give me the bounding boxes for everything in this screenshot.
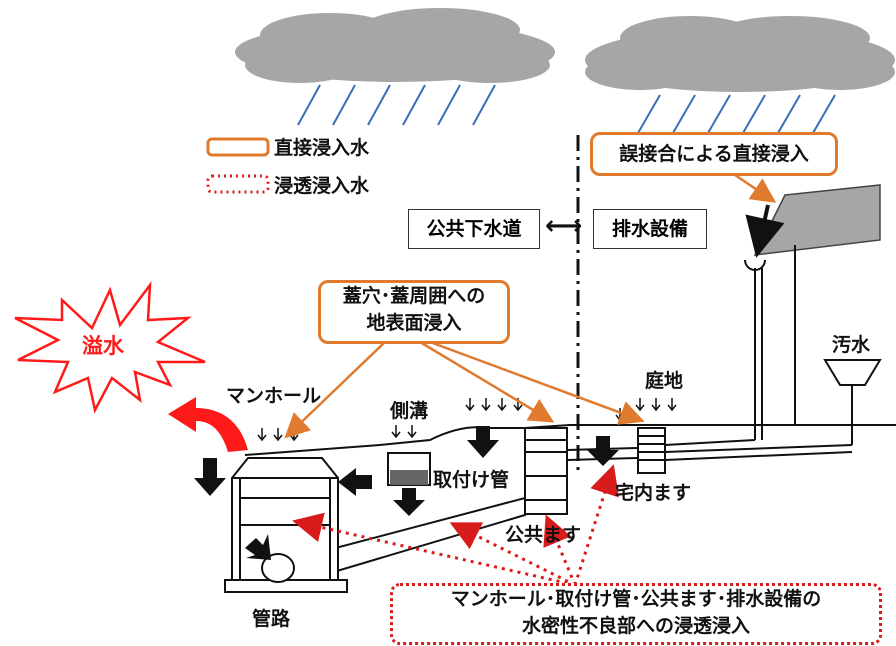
manhole-label: マンホール (226, 385, 322, 407)
rain-right (637, 94, 836, 134)
flow-arrows (194, 426, 619, 560)
cloud-left (235, 8, 555, 83)
overflow-arrow (168, 397, 248, 452)
legend-infiltration-label: 浸透浸入水 (274, 175, 370, 197)
leak-callout-line2: 水密性不良部への浸透浸入 (521, 615, 750, 637)
legend-direct-swatch (206, 137, 270, 157)
sewer-pipe-label: 管路 (252, 608, 291, 630)
wastewater-label: 汚水 (832, 334, 871, 356)
downpipe-black-arrow (745, 204, 785, 258)
public-inlet (524, 427, 568, 515)
private-inlet (637, 427, 666, 474)
leak-infiltration-callout: マンホール･取付け管･公共ます･排水設備の 水密性不良部への浸透浸入 (390, 583, 882, 645)
leak-leader-lines (292, 464, 619, 587)
surface-callout-line1: 蓋穴･蓋周囲への (342, 285, 486, 307)
manhole (224, 457, 348, 593)
legend-infiltration-swatch (206, 174, 270, 194)
misconnection-leader (734, 173, 777, 203)
surface-infiltration-callout: 蓋穴･蓋周囲への 地表面浸入 (318, 280, 510, 344)
sink (823, 359, 882, 386)
gutter-box (387, 452, 431, 486)
house-roof (753, 184, 881, 256)
cloud-right (585, 16, 895, 92)
private-drain-pipes (664, 439, 853, 461)
gutter-label: 側溝 (390, 400, 429, 422)
public-sewer-label: 公共下水道 (408, 209, 540, 249)
private-inlet-label: 宅内ます (615, 482, 692, 504)
boundary-double-arrow: ⟷ (545, 211, 583, 241)
misconnection-callout: 誤接合による直接浸入 (590, 132, 838, 176)
lateral-pipe-label: 取付け管 (433, 469, 510, 491)
misconnection-text: 誤接合による直接浸入 (619, 143, 809, 165)
overflow-label: 溢水 (82, 334, 124, 358)
rain-left (297, 84, 496, 126)
surface-callout-line2: 地表面浸入 (366, 312, 462, 334)
garden-label: 庭地 (645, 370, 684, 392)
leak-callout-line1: マンホール･取付け管･公共ます･排水設備の (450, 588, 822, 610)
surface-leader-lines (284, 340, 645, 439)
overflow-burst (14, 280, 206, 414)
drainage-facility-label: 排水設備 (593, 209, 707, 249)
public-inlet-label: 公共ます (505, 524, 582, 546)
legend-direct-label: 直接浸入水 (274, 137, 370, 159)
